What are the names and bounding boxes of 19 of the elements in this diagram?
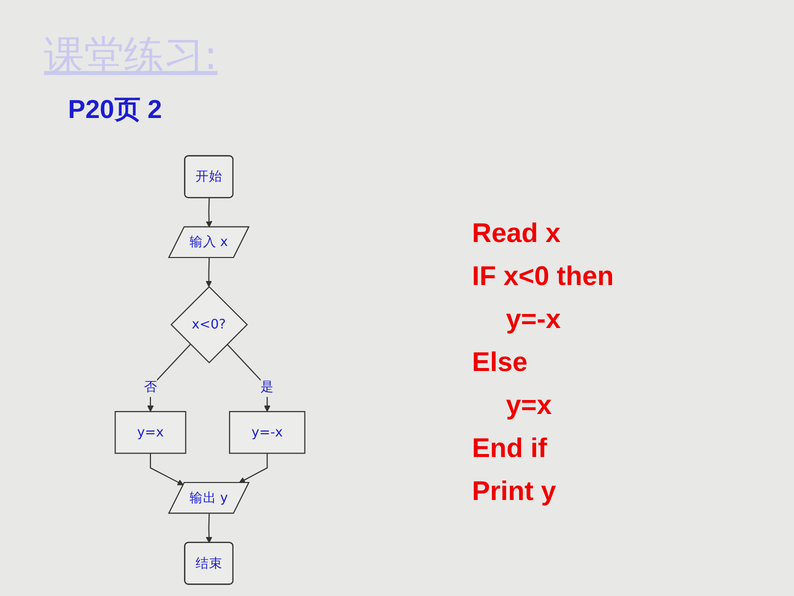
code-line: Print y [472, 476, 556, 506]
code-line: End if [472, 433, 547, 463]
code-line: y=-x [506, 304, 561, 334]
arrow [150, 453, 184, 486]
node-box: y=-x [229, 411, 306, 454]
node-box: y=x [114, 411, 186, 454]
node-diamond: x<0? [170, 286, 248, 364]
arrow [206, 514, 212, 544]
code-line: Read x [472, 218, 561, 248]
code-line: Else [472, 347, 528, 377]
arrow [238, 453, 268, 484]
arrow [206, 198, 212, 228]
code-line: y=x [506, 390, 552, 420]
page-reference: P20页 2 [68, 94, 162, 124]
edge-label: 是 [260, 379, 274, 395]
code-line: IF x<0 then [472, 261, 614, 291]
arrow [147, 344, 191, 412]
edge-label: 否 [144, 379, 158, 395]
arrow [206, 258, 212, 288]
